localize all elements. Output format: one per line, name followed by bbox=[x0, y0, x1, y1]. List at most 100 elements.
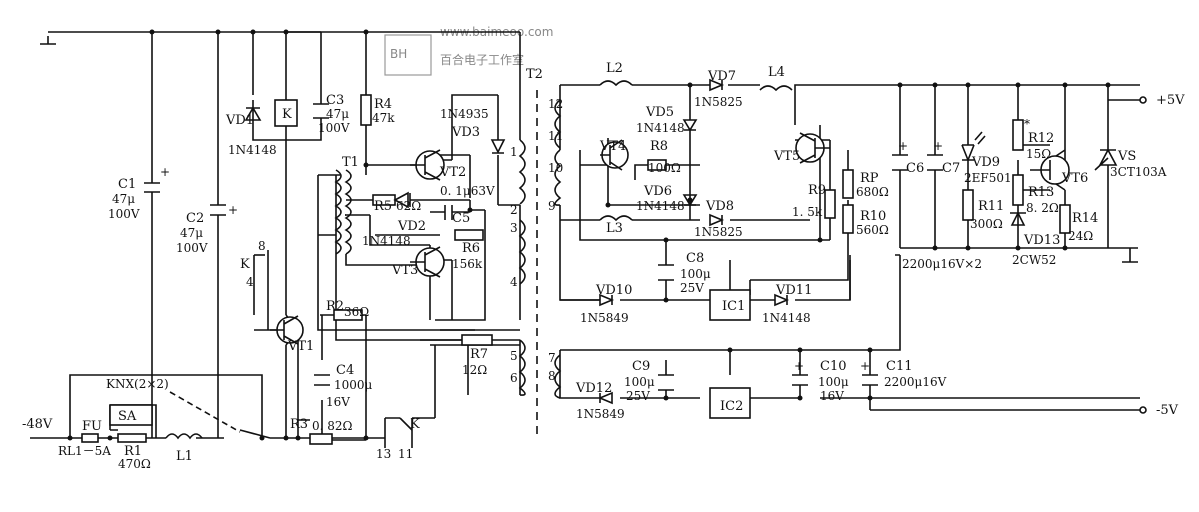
label-ic2: IC2 bbox=[720, 399, 743, 414]
label-c6-c7-value: 2200μ16V×2 bbox=[902, 257, 982, 271]
label-r3: R3 bbox=[290, 417, 308, 432]
label-c5: C5 bbox=[452, 211, 470, 226]
label-c3-value: 47μ bbox=[326, 107, 349, 121]
label-rp-value: 680Ω bbox=[856, 185, 889, 199]
label-vt2: VT2 bbox=[439, 165, 466, 180]
rail-pos-label: +5V bbox=[1156, 93, 1185, 108]
svg-text:+: + bbox=[898, 139, 908, 153]
label-knx: KNX(2×2) bbox=[106, 377, 169, 391]
resistor-r13-symbol bbox=[1012, 174, 1024, 206]
label-l4: L4 bbox=[768, 65, 785, 80]
label-vd8-model: 1N5825 bbox=[694, 225, 743, 239]
label-r1: R1 bbox=[124, 444, 142, 459]
label-vd5: VD5 bbox=[645, 105, 674, 120]
label-k-contact: K bbox=[410, 417, 420, 432]
label-r13-value: 8. 2Ω bbox=[1026, 201, 1059, 215]
junctions bbox=[67, 29, 1111, 441]
label-k-pin8: 8 bbox=[258, 239, 266, 253]
inductor-l2-symbol bbox=[599, 80, 633, 87]
capacitor-c7-symbol bbox=[927, 154, 943, 171]
pin-12: 12 bbox=[548, 97, 563, 111]
label-l3: L3 bbox=[606, 221, 623, 236]
label-vd2: VD2 bbox=[397, 219, 426, 234]
capacitor-c3-symbol bbox=[313, 103, 329, 119]
label-r14: R14 bbox=[1072, 211, 1098, 226]
label-r8-value: 100Ω bbox=[648, 161, 681, 175]
label-c3-rating: 100V bbox=[318, 121, 350, 135]
pin-3: 3 bbox=[510, 221, 518, 235]
label-k-pin4: 4 bbox=[246, 275, 254, 289]
relay-k-symbol bbox=[274, 99, 298, 127]
resistor-r7-symbol bbox=[461, 334, 493, 346]
pin-11: 11 bbox=[548, 129, 563, 143]
label-k-switch: K bbox=[240, 257, 250, 272]
label-vd12-model: 1N5849 bbox=[576, 407, 625, 421]
pin-5: 5 bbox=[510, 349, 518, 363]
diode-vd12-symbol bbox=[597, 391, 613, 405]
label-r7: R7 bbox=[470, 347, 488, 362]
svg-text:+: + bbox=[933, 139, 943, 153]
label-vd1-model: 1N4148 bbox=[228, 143, 277, 157]
label-r9: R9 bbox=[808, 183, 826, 198]
resistor-r11-symbol bbox=[962, 189, 974, 221]
label-r12-star: * bbox=[1024, 117, 1030, 131]
pin-2: 2 bbox=[510, 203, 518, 217]
transformer-t2-primary bbox=[518, 139, 526, 396]
label-vt4: VT4 bbox=[599, 139, 626, 154]
label-c8: C8 bbox=[686, 251, 704, 266]
diode-vd5-symbol bbox=[682, 119, 698, 132]
label-vd9-model: 2EF501 bbox=[964, 171, 1012, 185]
input-voltage-label: -48V bbox=[22, 417, 53, 432]
label-vd6: VD6 bbox=[643, 184, 672, 199]
label-r10: R10 bbox=[860, 209, 886, 224]
label-r4-value: 47k bbox=[372, 111, 395, 125]
resistor-r6-symbol bbox=[454, 229, 484, 241]
label-vd7: VD7 bbox=[707, 69, 736, 84]
ic2-symbol bbox=[709, 387, 751, 419]
label-sa: SA bbox=[118, 409, 137, 424]
terminal-pos bbox=[1139, 96, 1147, 104]
label-vd11-model: 1N4148 bbox=[762, 311, 811, 325]
label-rp: RP bbox=[860, 171, 879, 186]
label-vd5-model: 1N4148 bbox=[636, 121, 685, 135]
label-r7-value: 12Ω bbox=[462, 363, 487, 377]
label-c11: C11 bbox=[886, 359, 913, 374]
label-t1: T1 bbox=[342, 155, 359, 170]
label-l2: L2 bbox=[606, 61, 623, 76]
switch-sa-symbol bbox=[109, 404, 153, 426]
transistor-vt2-symbol bbox=[410, 149, 445, 181]
capacitor-c2-symbol bbox=[210, 204, 226, 216]
capacitor-c6-symbol bbox=[892, 154, 908, 171]
label-vs: VS bbox=[1117, 149, 1136, 164]
label-k-pin13: 13 bbox=[376, 447, 391, 461]
label-c9-value: 100μ bbox=[624, 375, 655, 389]
pin-7: 7 bbox=[548, 351, 556, 365]
transistor-vt3-symbol bbox=[410, 246, 445, 278]
relay-contact-k bbox=[399, 417, 413, 431]
label-r13: R13 bbox=[1028, 185, 1054, 200]
label-c2-value: 47μ bbox=[180, 226, 203, 240]
label-vt5: VT5 bbox=[773, 149, 800, 164]
label-r10-value: 560Ω bbox=[856, 223, 889, 237]
label-vd2-model: 1N4148 bbox=[362, 234, 411, 248]
label-c4-rating: 16V bbox=[326, 395, 350, 409]
label-vd8: VD8 bbox=[705, 199, 734, 214]
capacitor-c9-symbol bbox=[658, 374, 674, 391]
label-c10-rating: 16V bbox=[820, 389, 844, 403]
resistor-r2-symbol bbox=[333, 309, 363, 321]
zener-vd13-symbol bbox=[1010, 211, 1026, 226]
label-c4-value: 1000μ bbox=[334, 378, 373, 392]
diode-vd11-symbol bbox=[774, 293, 790, 307]
label-c7: C7 bbox=[942, 161, 960, 176]
capacitor-c8-symbol bbox=[658, 264, 674, 281]
resistor-r8-symbol bbox=[647, 159, 667, 171]
label-vt3: VT3 bbox=[391, 263, 418, 278]
component-labels: C1 47μ 100V C2 47μ 100V VD1 K C3 47μ 100… bbox=[58, 61, 1167, 471]
label-r14-value: 24Ω bbox=[1068, 229, 1093, 243]
label-c1-value: 47μ bbox=[112, 192, 135, 206]
label-r5-value: 62Ω bbox=[396, 199, 421, 213]
label-r2-value: 36Ω bbox=[344, 305, 369, 319]
resistor-r9-symbol bbox=[824, 189, 836, 219]
label-c3: C3 bbox=[326, 93, 344, 108]
label-c2-rating: 100V bbox=[176, 241, 208, 255]
